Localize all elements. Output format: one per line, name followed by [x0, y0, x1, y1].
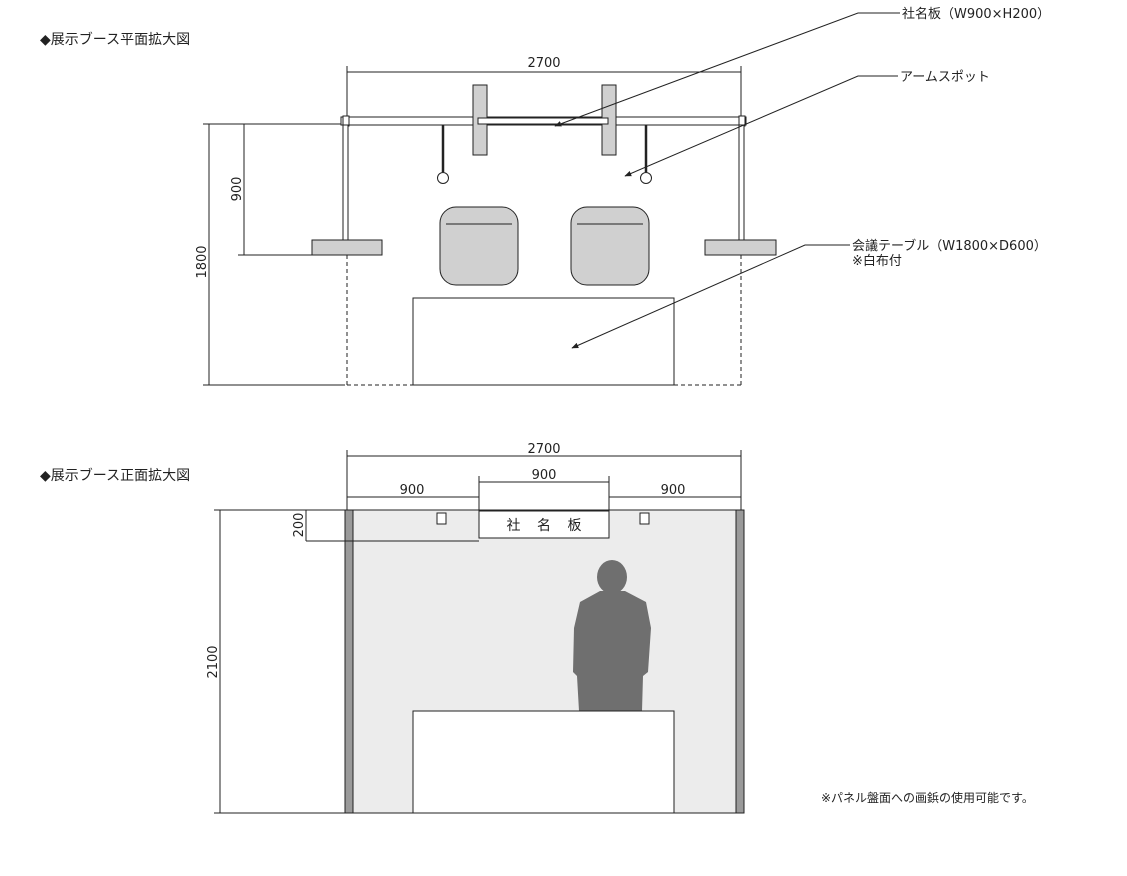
front-view: ◆展示ブース正面拡大図 2700 900 900 900 社 名 板 — [40, 442, 1034, 814]
plan-table — [412, 297, 675, 386]
front-spot-left — [436, 512, 447, 525]
front-title: ◆展示ブース正面拡大図 — [40, 467, 190, 484]
wall-post-right — [735, 509, 745, 814]
callout-spot-label: アームスポット — [900, 70, 990, 85]
chair-left — [439, 206, 519, 286]
arm-spot-left — [437, 125, 449, 184]
front-height-dimension: 2100 — [206, 509, 347, 814]
plan-depth-dimension: 1800 900 — [195, 123, 345, 386]
front-seg-left-label: 900 — [400, 483, 425, 498]
chair-right — [570, 206, 650, 286]
front-spot-right — [639, 512, 650, 525]
front-seg-mid-label: 900 — [532, 468, 557, 483]
front-sign-board — [478, 510, 610, 539]
front-note: ※パネル盤面への画鋲の使用可能です。 — [821, 790, 1034, 805]
arm-spot-right — [640, 125, 652, 184]
front-height-label: 2100 — [206, 645, 221, 678]
plan-width-label: 2700 — [527, 56, 560, 71]
wall-post-left — [344, 509, 354, 814]
plan-width-dimension: 2700 — [346, 56, 742, 126]
side-panel-right — [738, 124, 745, 256]
front-seg-right-label: 900 — [661, 483, 686, 498]
front-sign-height-label: 200 — [292, 513, 307, 538]
callout-table-label-1: 会議テーブル（W1800×D600） — [852, 238, 1047, 254]
front-sign-text: 社 名 板 — [507, 518, 588, 534]
plan-sign-board — [477, 117, 609, 125]
callout-sign-label: 社名板（W900×H200） — [902, 6, 1050, 22]
callout-table: 会議テーブル（W1800×D600） ※白布付 — [571, 238, 1047, 349]
foot-right — [704, 239, 777, 256]
front-width-dimension: 2700 — [346, 442, 742, 510]
callout-table-label-2: ※白布付 — [852, 253, 902, 269]
foot-left — [311, 239, 383, 256]
front-sign-height-dimension: 200 — [292, 510, 479, 542]
plan-title: ◆展示ブース平面拡大図 — [40, 31, 190, 48]
side-panel-left — [342, 124, 349, 256]
plan-depth-label: 1800 — [195, 245, 210, 278]
front-table — [412, 710, 675, 814]
callout-spot: アームスポット — [624, 70, 990, 177]
plan-view: ◆展示ブース平面拡大図 2700 1800 900 — [40, 6, 1050, 386]
person-silhouette — [573, 560, 651, 711]
front-width-label: 2700 — [527, 442, 560, 457]
callout-sign: 社名板（W900×H200） — [554, 6, 1050, 127]
plan-partial-depth-label: 900 — [230, 177, 245, 202]
